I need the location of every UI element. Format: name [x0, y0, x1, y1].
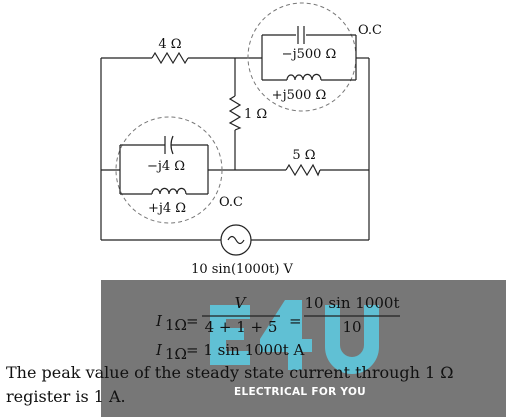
source-label: 10 sin(1000t) V — [191, 262, 293, 277]
eq1-lhs-sub: 1Ω — [165, 316, 187, 334]
equation-2: I 1Ω = 1 sin 1000t A — [155, 341, 305, 363]
circuit-wires — [100, 57, 370, 241]
resistor-4ohm — [151, 51, 189, 65]
label-ind-top: +j500 Ω — [272, 88, 327, 103]
sine-icon — [227, 235, 245, 245]
watermark-logo — [210, 300, 379, 374]
watermark-tagline: ELECTRICAL FOR YOU — [234, 386, 366, 398]
label-5ohm: 5 Ω — [292, 148, 315, 163]
label-cap-top: −j500 Ω — [282, 47, 337, 62]
eq1-num2: 10 sin 1000t — [305, 294, 400, 312]
bottom-lc-tank: −j4 Ω +j4 Ω — [115, 116, 223, 224]
eq2-rhs: = 1 sin 1000t A — [186, 341, 305, 359]
resistor-1ohm — [228, 95, 242, 131]
inductor-top — [286, 73, 322, 81]
eq1-lhs: I — [155, 312, 163, 330]
svg-text:=: = — [289, 312, 302, 330]
oc-circle-bottom — [115, 116, 223, 224]
label-ind-bottom: +j4 Ω — [148, 201, 186, 216]
inductor-bottom — [151, 187, 187, 195]
top-lc-tank: −j500 Ω +j500 Ω — [247, 2, 357, 112]
label-4ohm: 4 Ω — [158, 37, 181, 52]
ac-source — [220, 224, 252, 256]
eq2-lhs: I — [155, 341, 163, 359]
label-cap-bottom: −j4 Ω — [147, 159, 185, 174]
eq1-den1: 4 + 1 + 5 — [205, 318, 278, 336]
label-1ohm: 1 Ω — [244, 107, 267, 122]
conclusion-line-2: register is 1 A. — [6, 387, 126, 406]
svg-text:=: = — [186, 312, 199, 330]
equation-1: I 1Ω = V 4 + 1 + 5 = 10 sin 1000t 10 — [155, 294, 400, 336]
eq1-num1: V — [235, 294, 248, 312]
conclusion-line-1: The peak value of the steady state curre… — [6, 363, 454, 382]
oc-label-top: O.C — [358, 23, 382, 38]
eq2-lhs-sub: 1Ω — [165, 345, 187, 363]
oc-label-bottom: O.C — [219, 195, 243, 210]
eq1-den2: 10 — [342, 318, 361, 336]
resistor-5ohm — [285, 163, 321, 177]
